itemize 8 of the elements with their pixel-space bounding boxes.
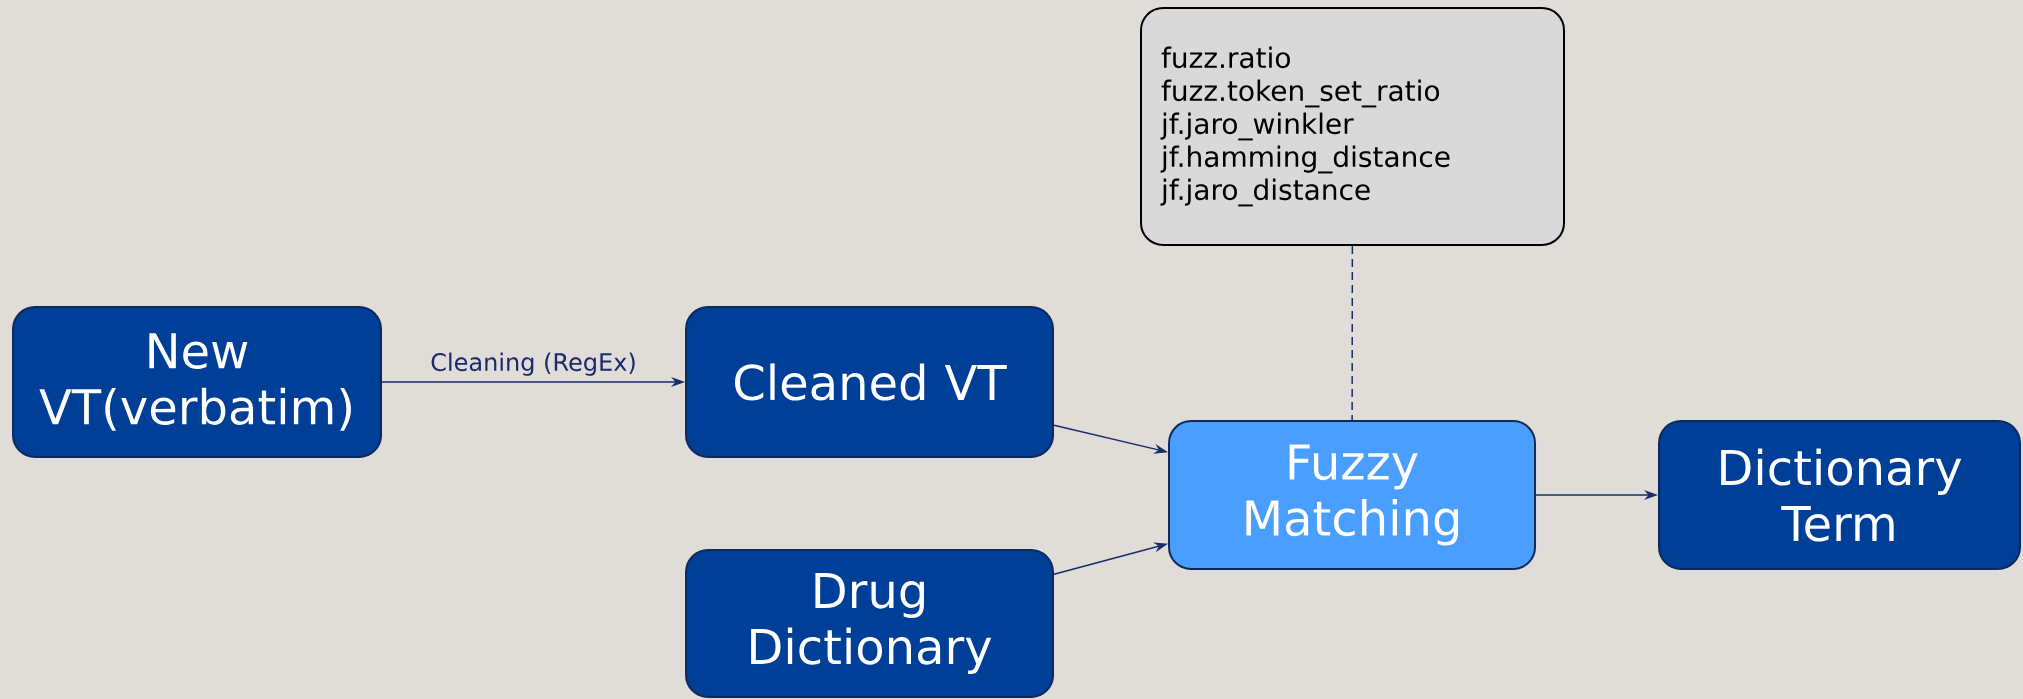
process-box: Dictionary Term — [1658, 420, 2022, 570]
connector-line — [1351, 245, 1354, 421]
process-box: Drug Dictionary — [685, 549, 1054, 698]
process-box: Fuzzy Matching — [1168, 420, 1536, 570]
edge-label: Cleaning (RegEx) — [428, 350, 639, 378]
process-box: Cleaned VT — [685, 306, 1054, 458]
process-box: New VT(verbatim) — [12, 306, 382, 458]
note-box: fuzz.ratio fuzz.token_set_ratio jf.jaro_winkler jf.hamming_distance jf.jaro_distance — [1140, 7, 1565, 246]
